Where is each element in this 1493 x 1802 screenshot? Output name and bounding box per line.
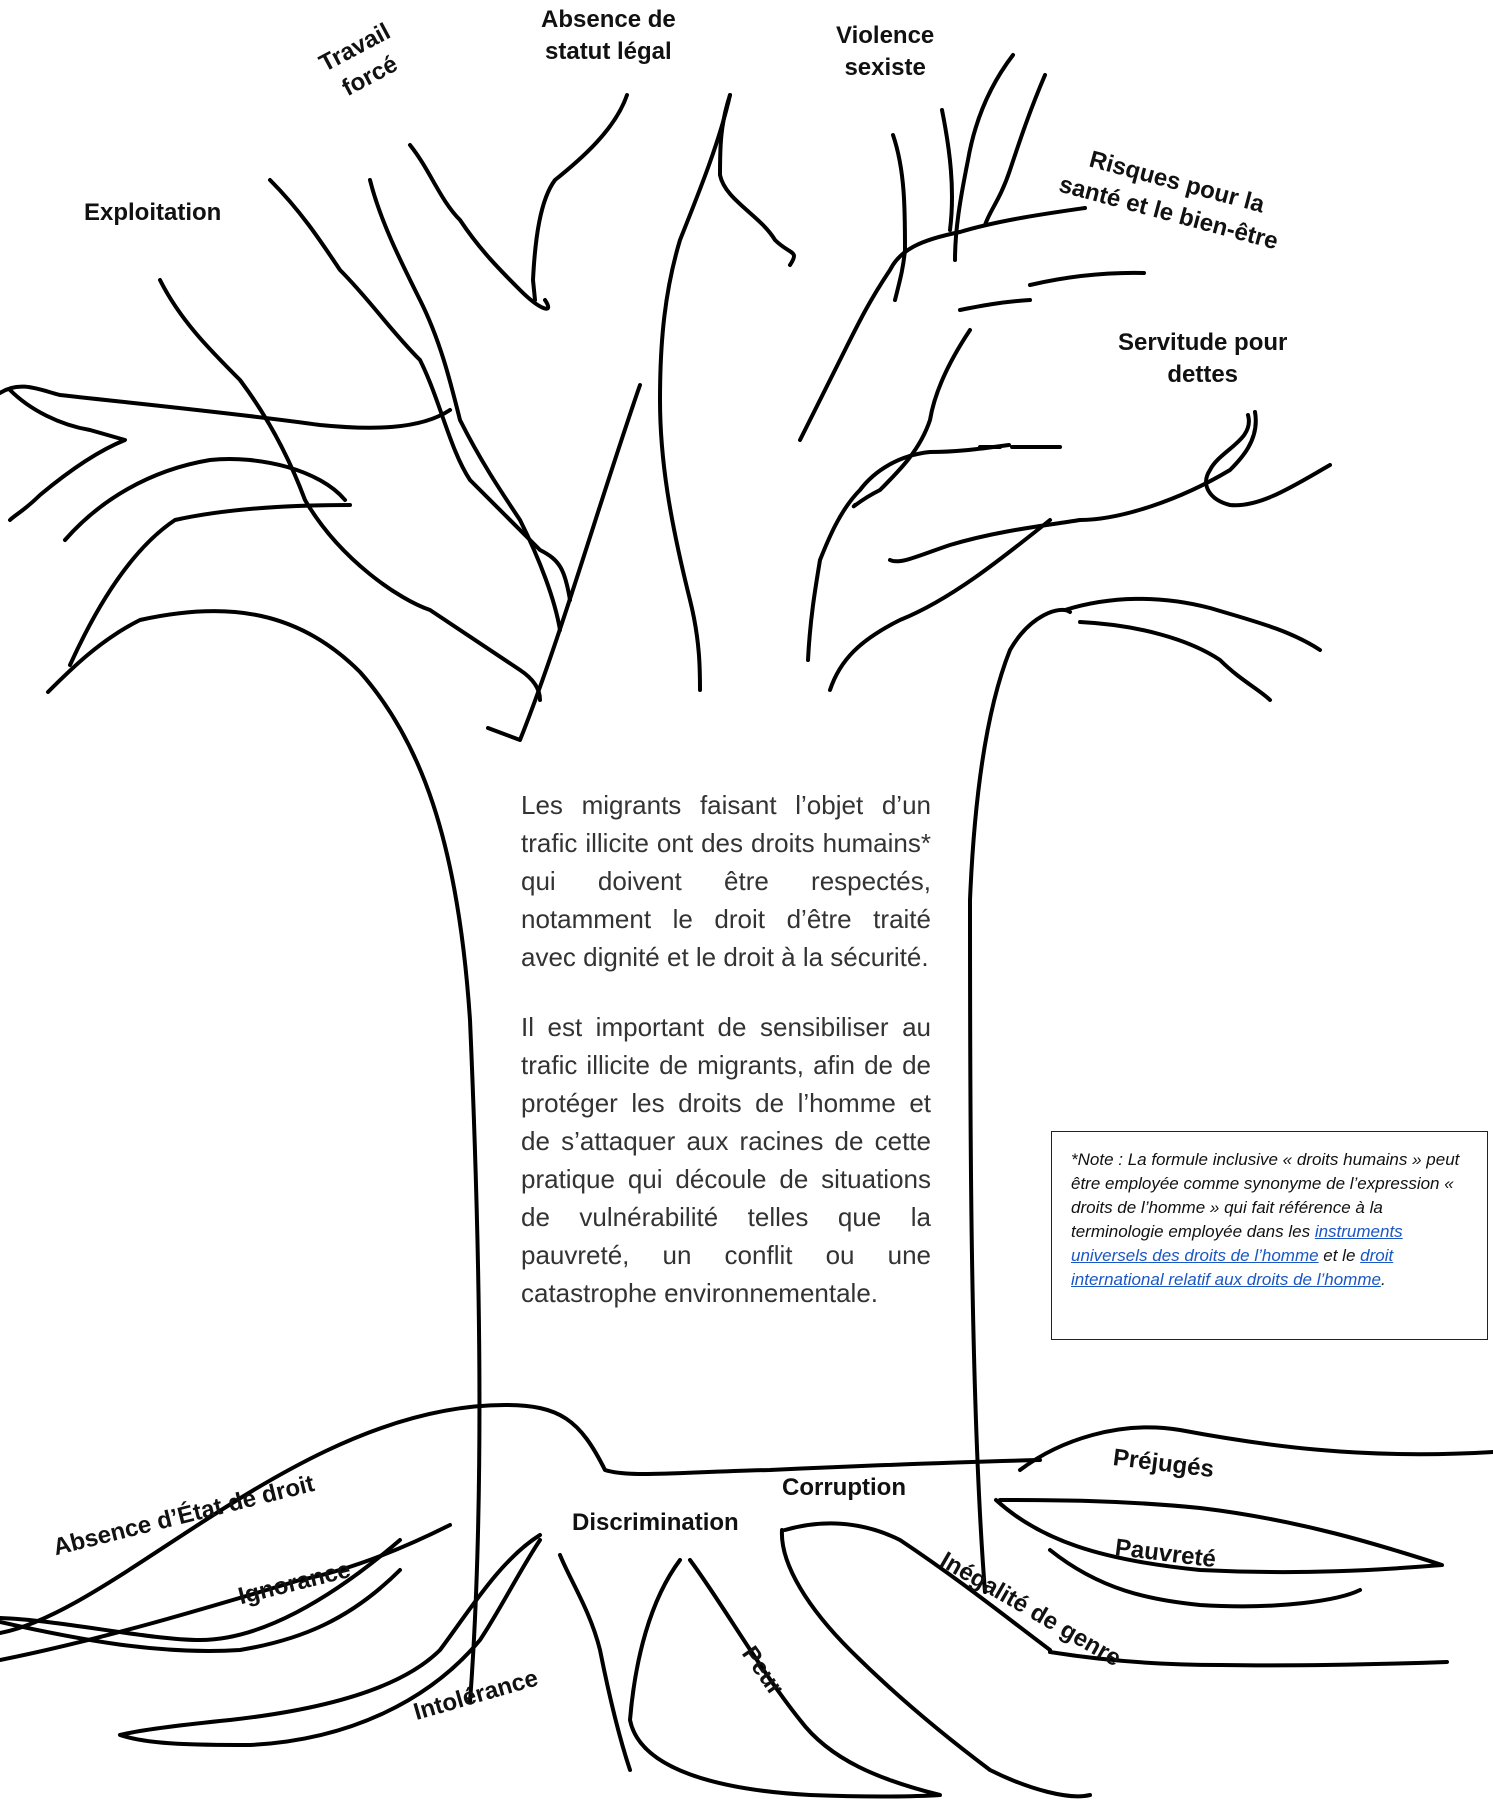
branch-exploit-up [158, 278, 542, 702]
note-end: . [1380, 1270, 1386, 1289]
branch-violence-1 [940, 108, 954, 232]
link-instruments-universels[interactable]: instruments universels des droits de l’h… [1071, 1222, 1403, 1265]
branch-travail-1 [268, 178, 572, 602]
ground-right [1018, 1425, 1493, 1472]
branch-violence-3 [983, 73, 1047, 227]
trunk-text: Les migrants faisant l’objet d’un trafic… [521, 786, 931, 1344]
branch-servitude-1 [851, 328, 972, 509]
root-absence-etat [0, 1523, 452, 1662]
trunk-paragraph-2: Il est important de sensibiliser au traf… [521, 1012, 931, 1308]
branch-servitude-3 [888, 410, 1258, 564]
branch-exploitation [0, 384, 452, 430]
branch-right-mid [1028, 270, 1146, 287]
branch-right-lower [828, 518, 1052, 692]
branch-left-3 [68, 503, 352, 667]
note-intro: *Note : La formule inclusive « droits hu… [1071, 1150, 1460, 1241]
branch-center [658, 93, 732, 692]
root-corruption-2 [783, 1521, 1052, 1652]
trunk-left-outline [46, 609, 482, 1704]
ground-line [0, 1403, 1042, 1635]
branch-risques [798, 206, 1087, 442]
label-corruption: Corruption [782, 1474, 906, 1501]
branch-right-low-2 [1078, 620, 1272, 702]
branch-center-right [718, 93, 796, 267]
note-middle: et le [1318, 1246, 1361, 1265]
root-intolerance [118, 1533, 542, 1747]
root-discrimination [558, 1553, 632, 1772]
branch-travail-2 [368, 178, 562, 632]
root-inegalite [1048, 1650, 1449, 1668]
branch-travail-up [408, 143, 551, 311]
branch-trunk-left [486, 383, 642, 742]
branch-right-mid-2 [958, 298, 1032, 312]
root-peur [628, 1558, 942, 1799]
note-box: *Note : La formule inclusive « droits hu… [1051, 1131, 1488, 1340]
branch-servitude-2 [806, 443, 1011, 662]
branch-violence-main [891, 133, 907, 302]
root-ignorance-lower [0, 1568, 402, 1653]
trunk-paragraph-1: Les migrants faisant l’objet d’un trafic… [521, 790, 931, 972]
branch-right-low [1063, 596, 1322, 652]
root-ignorance [0, 1538, 402, 1642]
branch-left-2 [63, 457, 347, 542]
branch-left-small [8, 388, 127, 522]
root-pauvrete-low [1048, 1548, 1362, 1609]
link-droit-international[interactable]: droit international relatif aux droits d… [1071, 1246, 1394, 1289]
branch-absence [531, 93, 629, 302]
root-pauvrete [994, 1498, 1444, 1575]
trunk-right-outline [968, 607, 1072, 1594]
branch-servitude-loop [1204, 413, 1332, 508]
label-exploitation: Exploitation [84, 199, 222, 226]
label-discrimination: Discrimination [572, 1509, 739, 1536]
root-corruption [779, 1528, 1092, 1799]
